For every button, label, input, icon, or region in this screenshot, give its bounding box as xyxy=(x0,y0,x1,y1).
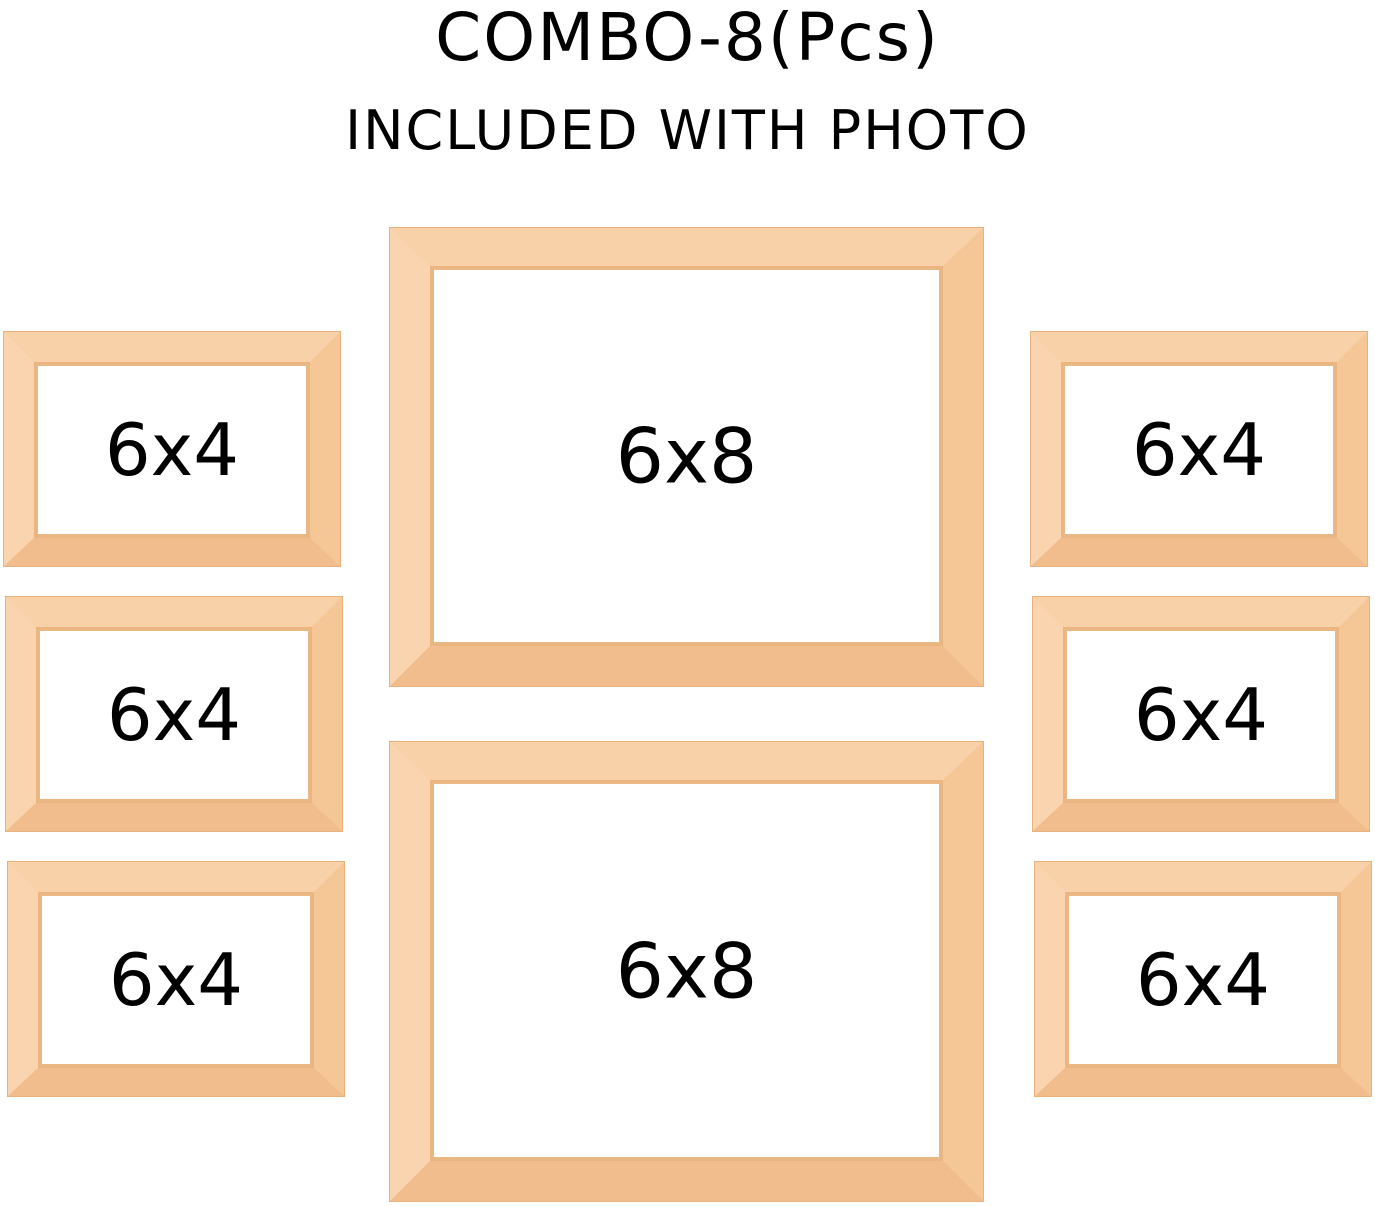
frame-left-3: 6x4 xyxy=(8,862,344,1096)
frame-right-1: 6x4 xyxy=(1031,332,1367,566)
frame-size-label: 6x4 xyxy=(1131,408,1267,492)
frame-center-2: 6x8 xyxy=(390,742,983,1201)
frame-left-1: 6x4 xyxy=(4,332,340,566)
page-title: COMBO-8(Pcs) xyxy=(435,0,940,76)
page-subtitle: INCLUDED WITH PHOTO xyxy=(345,99,1030,162)
frame-size-label: 6x4 xyxy=(104,408,240,492)
frame-right-3: 6x4 xyxy=(1035,862,1371,1096)
frame-size-label: 6x8 xyxy=(615,926,758,1015)
frame-right-2: 6x4 xyxy=(1033,597,1369,831)
frame-center-1: 6x8 xyxy=(390,228,983,686)
frame-size-label: 6x4 xyxy=(1133,673,1269,757)
frame-size-label: 6x4 xyxy=(108,938,244,1022)
frame-size-label: 6x4 xyxy=(1135,938,1271,1022)
frame-size-label: 6x8 xyxy=(615,411,758,501)
frame-size-label: 6x4 xyxy=(106,673,242,757)
frame-left-2: 6x4 xyxy=(6,597,342,831)
